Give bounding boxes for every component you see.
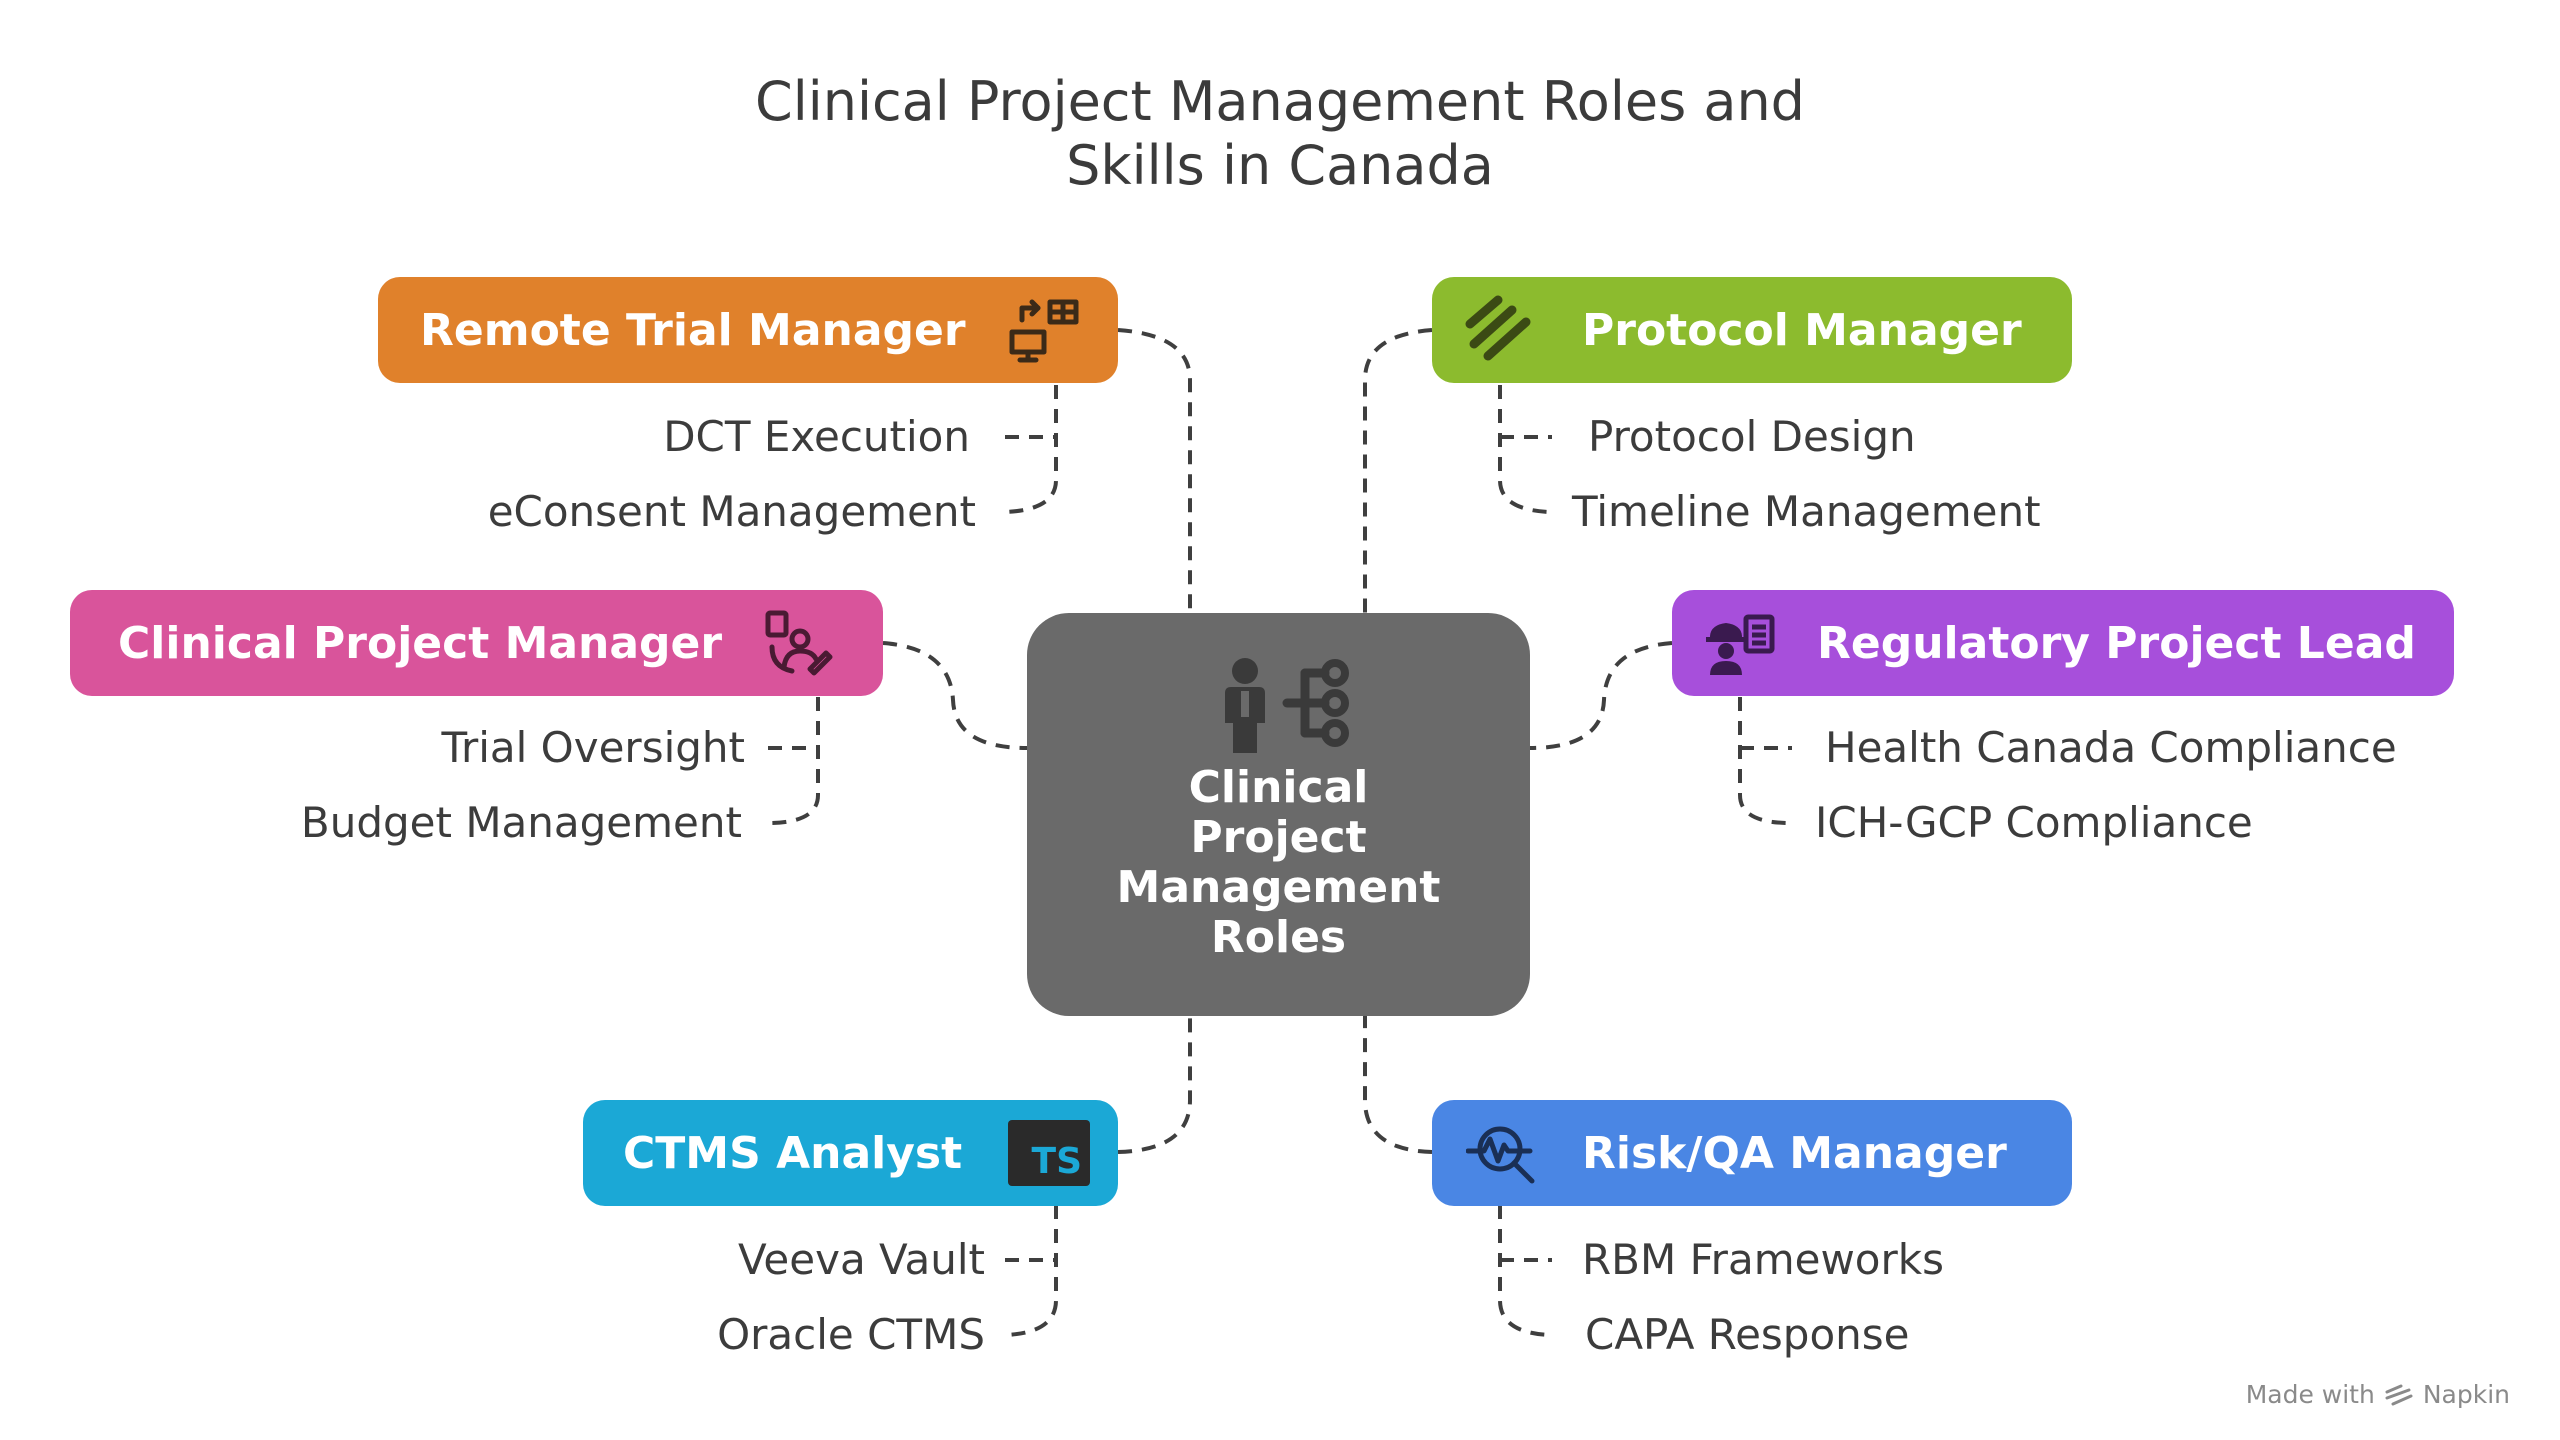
connector-protocol <box>1363 328 1433 613</box>
napkin-watermark: Made with Napkin <box>2246 1380 2510 1409</box>
connector-remote <box>1117 328 1192 613</box>
role-label: Risk/QA Manager <box>1582 1127 2007 1179</box>
skill-capa-response: CAPA Response <box>1585 1310 1910 1359</box>
skill-budget-management: Budget Management <box>300 798 742 847</box>
skill-timeline-management: Timeline Management <box>1572 487 2041 536</box>
skill-econsent-management: eConsent Management <box>487 487 976 536</box>
skill-protocol-design: Protocol Design <box>1588 412 1916 461</box>
skill-ich-gcp-compliance: ICH-GCP Compliance <box>1815 798 2253 847</box>
role-risk-qa-manager[interactable]: Risk/QA Manager <box>1432 1100 2072 1206</box>
napkin-logo-icon <box>2385 1384 2413 1405</box>
brand-text: Napkin <box>2422 1380 2510 1409</box>
diagram-title: Clinical Project Management Roles and Sk… <box>0 70 2560 198</box>
skill-rbm-frameworks: RBM Frameworks <box>1582 1235 1944 1284</box>
connector-cpm <box>882 641 1028 750</box>
title-line-1: Clinical Project Management Roles and <box>755 70 1805 133</box>
center-node: Clinical Project Management Roles <box>1027 613 1530 1016</box>
skill-dct-execution: DCT Execution <box>663 412 970 461</box>
role-label: CTMS Analyst <box>623 1127 963 1179</box>
center-label: Clinical Project Management Roles <box>1027 763 1530 963</box>
role-remote-trial-manager[interactable]: Remote Trial Manager <box>378 277 1118 383</box>
skill-trial-oversight: Trial Oversight <box>441 723 746 772</box>
role-label: Protocol Manager <box>1582 304 2022 356</box>
connector-ctms <box>1117 1016 1192 1154</box>
skill-veeva-vault: Veeva Vault <box>737 1235 985 1284</box>
ts-badge-text: TS <box>1031 1141 1082 1182</box>
role-ctms-analyst[interactable]: CTMS Analyst TS <box>583 1100 1118 1206</box>
center-line-4: Roles <box>1210 912 1347 963</box>
magnify-pulse-icon <box>1466 1126 1535 1184</box>
role-regulatory-project-lead[interactable]: Regulatory Project Lead <box>1672 590 2454 696</box>
connector-risk <box>1363 1016 1433 1154</box>
center-line-1: Clinical <box>1188 762 1369 813</box>
made-with-text: Made with <box>2245 1380 2375 1409</box>
person-document-icon <box>765 610 833 676</box>
skill-oracle-ctms: Oracle CTMS <box>717 1310 985 1359</box>
hierarchy-person-icon <box>1225 658 1349 753</box>
worker-clipboard-icon <box>1706 614 1775 675</box>
remote-monitor-icon <box>1009 299 1079 363</box>
title-line-2: Skills in Canada <box>1066 134 1494 197</box>
role-label: Regulatory Project Lead <box>1817 617 2416 669</box>
role-clinical-project-manager[interactable]: Clinical Project Manager <box>70 590 883 696</box>
ts-badge-icon: TS <box>1008 1120 1090 1186</box>
role-label: Remote Trial Manager <box>420 304 966 356</box>
connector-regulatory <box>1529 641 1673 750</box>
center-line-3: Management <box>1116 862 1441 913</box>
role-protocol-manager[interactable]: Protocol Manager <box>1432 277 2072 383</box>
stripes-icon <box>1465 295 1531 361</box>
center-line-2: Project <box>1190 812 1367 863</box>
skill-health-canada-compliance: Health Canada Compliance <box>1825 723 2397 772</box>
role-label: Clinical Project Manager <box>118 617 723 669</box>
